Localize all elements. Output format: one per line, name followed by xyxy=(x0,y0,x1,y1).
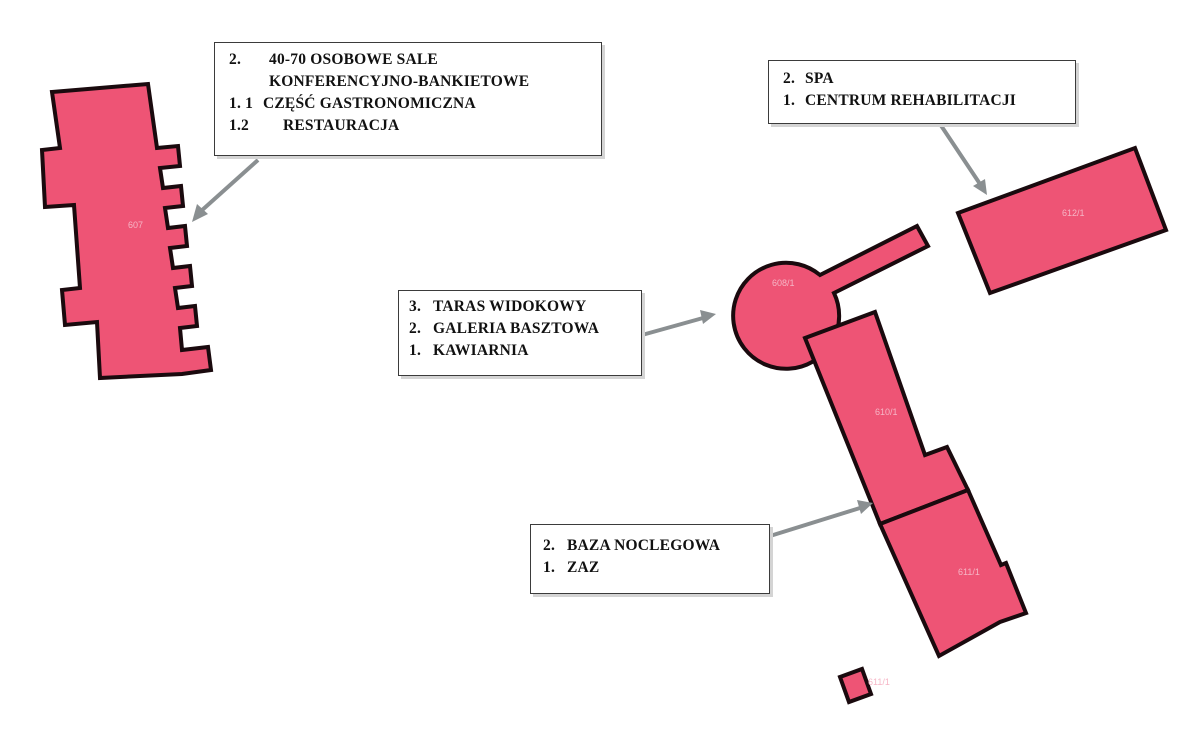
item-text: ZAZ xyxy=(567,559,600,576)
label-line: 2. 40-70 OSOBOWE SALE xyxy=(229,49,601,71)
plot-number-label: 610/1 xyxy=(875,407,898,417)
plot-number-label: 611/1 xyxy=(868,677,890,687)
building-small xyxy=(837,666,874,705)
item-number: 1. 1 xyxy=(229,95,254,112)
label-line: 1. KAWIARNIA xyxy=(409,340,641,362)
label-tower: 3. TARAS WIDOKOWY 2. GALERIA BASZTOWA 1. KA… xyxy=(398,290,642,376)
item-text: SPA xyxy=(805,70,834,87)
label-spa: 2. SPA 1. CENTRUM REHABILITACJI xyxy=(768,60,1076,124)
building-wing-upper xyxy=(802,309,971,527)
label-line: 1. 1 CZĘŚĆ GASTRONOMICZNA xyxy=(229,93,601,115)
item-text: CZĘŚĆ GASTRONOMICZNA xyxy=(263,95,476,112)
building-wing-lower xyxy=(877,487,1029,659)
item-number: 2. xyxy=(783,70,796,87)
arrowhead-lodging xyxy=(857,500,873,514)
label-line: 2. BAZA NOCLEGOWA xyxy=(543,535,769,557)
item-number: 2. xyxy=(543,537,556,554)
label-conference: 2. 40-70 OSOBOWE SALE KONFERENCYJNO-BANKI… xyxy=(214,42,602,156)
item-text: CENTRUM REHABILITACJI xyxy=(805,92,1017,109)
label-line: KONFERENCYJNO-BANKIETOWE xyxy=(229,71,601,93)
item-number: 1. xyxy=(783,92,796,109)
label-line: 3. TARAS WIDOKOWY xyxy=(409,296,641,318)
plot-number-label: 607 xyxy=(128,220,143,230)
arrow-conference xyxy=(198,158,260,214)
label-line: 1. ZAZ xyxy=(543,557,769,579)
item-text: KONFERENCYJNO-BANKIETOWE xyxy=(269,73,530,90)
arrowhead-conference xyxy=(192,204,208,222)
item-text: KAWIARNIA xyxy=(433,342,529,359)
building-conference xyxy=(39,81,214,381)
item-text: RESTAURACJA xyxy=(283,117,400,134)
label-line: 2. SPA xyxy=(783,68,1075,90)
building-spa xyxy=(955,145,1169,296)
arrow-spa xyxy=(938,122,982,186)
item-number: 2. xyxy=(409,320,422,337)
item-number: 1.2 xyxy=(229,117,249,134)
plot-number-label: 612/1 xyxy=(1062,208,1085,218)
plot-number-label: 608/1 xyxy=(772,278,795,288)
label-line: 1. CENTRUM REHABILITACJI xyxy=(783,90,1075,112)
label-line: 1.2 RESTAURACJA xyxy=(229,115,601,137)
item-text: BAZA NOCLEGOWA xyxy=(567,537,721,554)
item-number: 3. xyxy=(409,298,422,315)
arrow-tower xyxy=(641,316,704,337)
plot-number-label: 611/1 xyxy=(958,567,980,577)
item-text: GALERIA BASZTOWA xyxy=(433,320,600,337)
item-text: 40-70 OSOBOWE SALE xyxy=(269,51,438,68)
item-number: 1. xyxy=(409,342,422,359)
arrowhead-tower xyxy=(700,310,716,324)
item-number: 1. xyxy=(543,559,556,576)
arrow-lodging xyxy=(769,506,861,538)
label-lodging: 2. BAZA NOCLEGOWA 1. ZAZ xyxy=(530,524,770,594)
item-text: TARAS WIDOKOWY xyxy=(433,298,587,315)
label-line: 2. GALERIA BASZTOWA xyxy=(409,318,641,340)
item-number: 2. xyxy=(229,51,242,68)
arrowhead-spa xyxy=(973,179,987,195)
